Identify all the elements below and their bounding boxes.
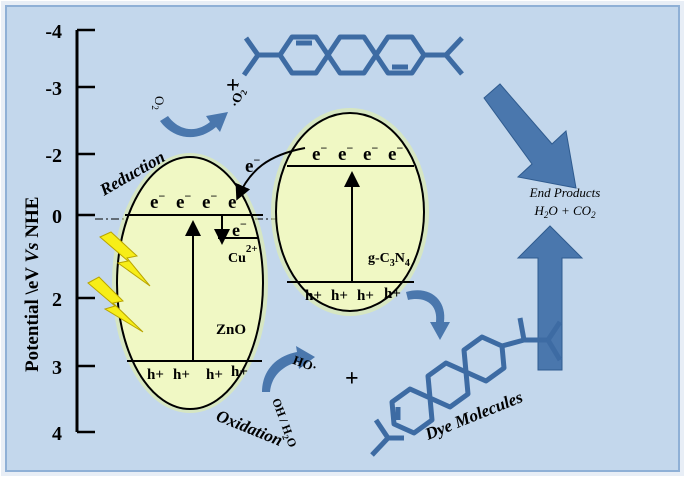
gcn-hole: h+ — [331, 288, 348, 304]
zno-electron: e− — [176, 189, 191, 213]
end-products-title: End Products — [529, 185, 601, 200]
zno-hole: h+ — [231, 364, 248, 380]
molecule-bond — [545, 320, 563, 342]
zno-hole: h+ — [206, 367, 223, 383]
transfer-electron: e− — [245, 153, 260, 177]
cu-electron: e− — [232, 217, 247, 240]
zno-electron: e− — [150, 189, 165, 213]
potential-axis: -4 -3 -2 0 2 3 4 Potential \eV Vs NHE — [22, 21, 95, 445]
gcn-hole: h+ — [305, 288, 322, 304]
superoxide-label: ·O2− — [226, 81, 251, 110]
gcn-hole: h+ — [357, 288, 374, 304]
gcn-label: g-C3N4 — [368, 251, 410, 269]
gcn-electron: e− — [388, 141, 403, 165]
oh-h2o-label: OH / H2O — [267, 396, 300, 450]
axis-title: Potential \eV Vs NHE — [22, 197, 43, 372]
o2-label: O2 — [150, 96, 167, 110]
zno-ellipse — [116, 156, 264, 410]
tick-label: 2 — [52, 289, 62, 311]
zno-electron: e− — [202, 189, 217, 213]
molecule-bond — [517, 317, 527, 341]
hole-to-dye-arrow — [406, 290, 450, 340]
tick-label: -4 — [45, 21, 62, 43]
zno-label: ZnO — [216, 322, 246, 338]
cu-label: Cu2+ — [228, 243, 258, 266]
light-bolt-icon — [87, 276, 144, 333]
zno-particle: e− e− e− e− h+ h+ h+ h+ ZnO e− Cu2+ — [112, 153, 268, 413]
end-products-formula: H2O + CO2 — [533, 203, 596, 220]
tick-label: 3 — [52, 357, 62, 379]
degradation-arrow-bottom — [516, 225, 584, 371]
tick-label: -3 — [45, 78, 62, 100]
o2-reduction-arrow — [160, 112, 228, 138]
hydroxyl-arrow — [262, 346, 315, 392]
gcn-electron: e− — [312, 141, 327, 165]
zno-hole: h+ — [147, 367, 164, 383]
molecule-bond — [545, 338, 563, 362]
electron-transfer-arrow — [235, 147, 306, 201]
tick-label: 4 — [52, 423, 62, 445]
plus-sign-top: + — [226, 73, 240, 99]
degradation-arrow-top — [483, 83, 577, 189]
dye-molecule-bottom — [370, 317, 563, 457]
zno-hole: h+ — [173, 367, 190, 383]
tick-label: 0 — [52, 206, 62, 228]
gcn-particle: e− e− e− e− h+ h+ h+ h+ g-C3N4 — [271, 108, 429, 316]
light-bolt-icon — [99, 231, 151, 287]
gcn-electron: e− — [363, 141, 378, 165]
molecule-bond — [444, 53, 464, 76]
gcn-ellipse — [275, 112, 425, 312]
gcn-electron: e− — [338, 141, 353, 165]
gcn-hole: h+ — [384, 286, 401, 302]
dye-molecule-top — [241, 34, 464, 77]
plus-sign-bottom: + — [345, 366, 359, 392]
tick-label: -2 — [45, 145, 62, 167]
